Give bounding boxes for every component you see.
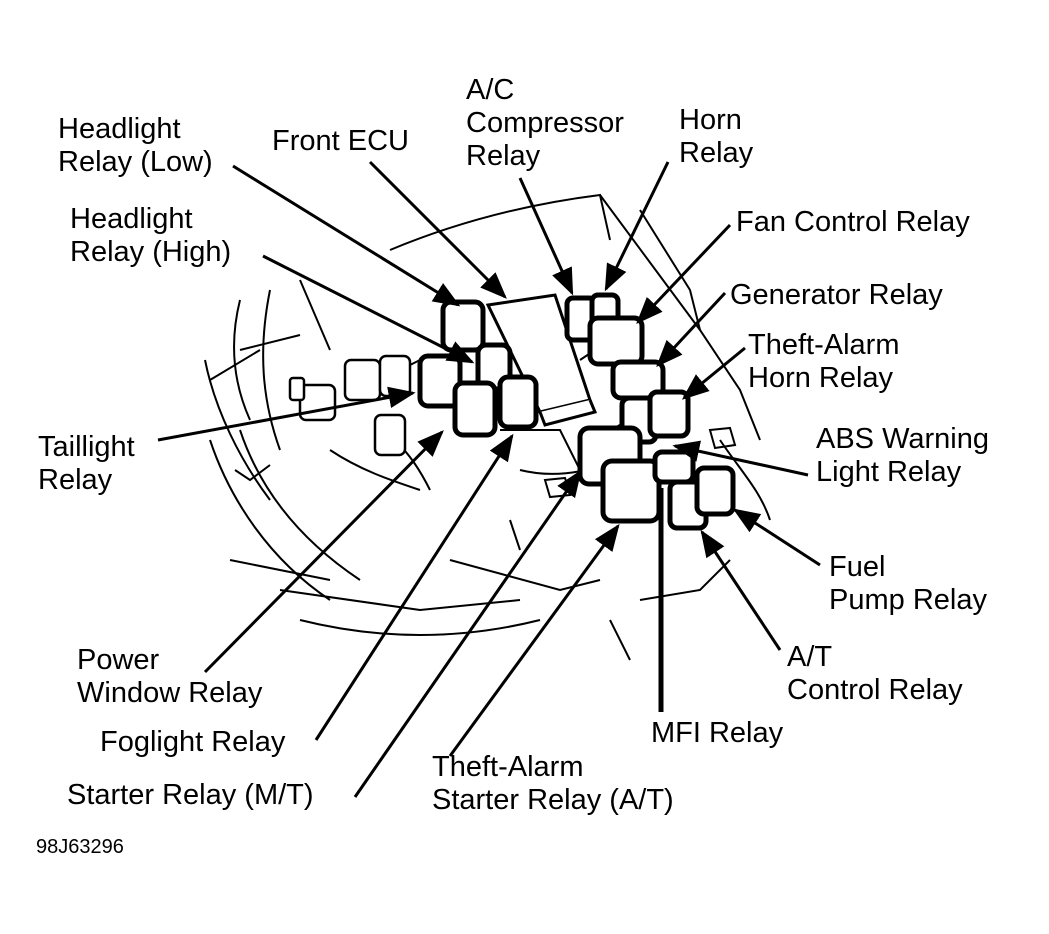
front-ecu-label: Front ECU (272, 125, 409, 157)
leader-lines (157, 160, 821, 798)
theft-alarm-horn-relay-label: Theft-Alarm Horn Relay (748, 329, 900, 394)
taillight-relay-label: Taillight Relay (38, 431, 135, 496)
power-window-relay-label: Power Window Relay (77, 644, 263, 709)
abs-warning-light-relay-label: ABS Warning Light Relay (816, 423, 989, 488)
headlight-relay-low-label: Headlight Relay (Low) (58, 113, 213, 178)
fan-control-relay-label: Fan Control Relay (736, 206, 970, 238)
foglight-relay-label: Foglight Relay (100, 726, 286, 758)
background-relay-blocks (288, 354, 412, 457)
horn-relay-label: Horn Relay (679, 104, 754, 169)
figure-code: 98J63296 (36, 836, 124, 858)
mfi-relay-label: MFI Relay (651, 717, 784, 749)
fuel-pump-relay-label: Fuel Pump Relay (829, 551, 987, 616)
headlight-relay-high-label: Headlight Relay (High) (70, 203, 232, 268)
starter-relay-mt-label: Starter Relay (M/T) (67, 779, 314, 811)
ac-compressor-relay-label: A/C Compressor Relay (466, 74, 624, 172)
relay-blocks (417, 292, 736, 531)
at-control-relay-label: A/T Control Relay (787, 641, 963, 706)
theft-alarm-starter-relay-label: Theft-Alarm Starter Relay (A/T) (432, 751, 674, 816)
generator-relay-label: Generator Relay (730, 279, 943, 311)
